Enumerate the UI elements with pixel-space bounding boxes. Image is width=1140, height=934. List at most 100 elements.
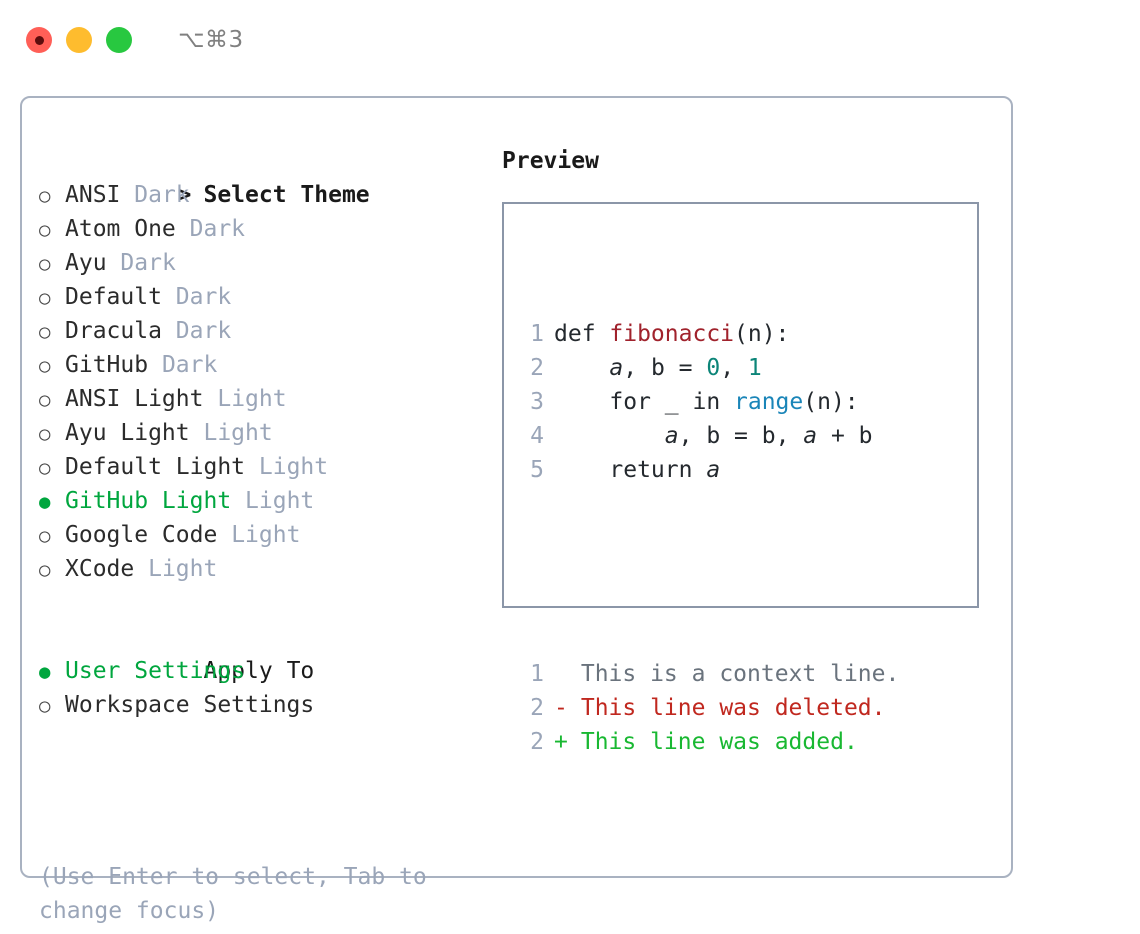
radio-unselected-icon[interactable] — [39, 450, 65, 485]
theme-variant-badge: Light — [231, 522, 301, 548]
apply-to-header: Apply To — [39, 620, 499, 684]
code-token-plain: , b = b, — [678, 423, 804, 449]
radio-selected-icon[interactable] — [39, 654, 65, 689]
code-token-var: a — [664, 423, 679, 449]
theme-name: Ayu — [65, 250, 107, 276]
theme-list-item[interactable]: ANSI Light Light — [39, 382, 499, 416]
code-line: 5 return a — [520, 453, 899, 487]
diff-block: 1 This is a context line. 2- This line wa… — [520, 657, 899, 759]
radio-unselected-icon[interactable] — [39, 416, 65, 451]
diff-line-deleted: 2- This line was deleted. — [520, 691, 899, 725]
theme-list-item[interactable]: Ayu Light Light — [39, 416, 499, 450]
theme-name: GitHub — [65, 352, 149, 378]
diff-marker: + — [554, 729, 568, 755]
code-token-kw: def — [554, 321, 610, 347]
theme-name: Default Light — [65, 454, 246, 480]
theme-name: Atom One — [65, 216, 176, 242]
theme-list-item[interactable]: Default Light Light — [39, 450, 499, 484]
radio-unselected-icon[interactable] — [39, 314, 65, 349]
code-token-var: a — [609, 355, 624, 381]
select-theme-header: > Select Theme — [39, 144, 499, 208]
list-spacer — [39, 586, 499, 620]
theme-variant-badge: Dark — [161, 352, 218, 378]
minimize-button[interactable] — [66, 27, 92, 53]
theme-list-item[interactable]: GitHub Light Light — [39, 484, 499, 518]
theme-variant-badge: Light — [258, 454, 329, 480]
code-token-plain: return — [554, 457, 707, 483]
theme-list-item[interactable]: Default Dark — [39, 280, 499, 314]
code-token-plain — [554, 355, 609, 381]
code-diff-spacer — [520, 555, 899, 589]
keyboard-shortcut-label: ⌥⌘3 — [178, 27, 244, 53]
line-number: 5 — [530, 457, 544, 483]
apply-to-option-label: Workspace Settings — [65, 692, 315, 718]
code-token-plain: (n): — [803, 389, 859, 415]
line-number: 2 — [530, 729, 544, 755]
radio-unselected-icon[interactable] — [39, 348, 65, 383]
theme-variant-badge: Dark — [175, 284, 232, 310]
apply-to-label: Apply To — [203, 658, 315, 684]
code-token-builtin: range — [734, 389, 804, 415]
radio-selected-icon[interactable] — [39, 484, 65, 519]
traffic-light-group — [26, 27, 132, 53]
radio-unselected-icon[interactable] — [39, 246, 65, 281]
diff-text: This line was added. — [567, 729, 858, 755]
theme-name: Default — [65, 284, 162, 310]
radio-unselected-icon[interactable] — [39, 688, 65, 723]
radio-unselected-icon[interactable] — [39, 280, 65, 315]
code-token-plain: for _ in — [554, 389, 735, 415]
theme-list-item[interactable]: Ayu Dark — [39, 246, 499, 280]
diff-marker — [554, 657, 567, 691]
apply-to-list: User SettingsWorkspace Settings — [39, 654, 499, 722]
line-number: 1 — [530, 661, 544, 687]
theme-variant-badge: Light — [245, 488, 315, 514]
code-line: 3 for _ in range(n): — [520, 385, 899, 419]
theme-selection-column: >Select Theme ANSI DarkAtom One DarkAyu … — [39, 144, 499, 722]
line-number: 4 — [530, 423, 544, 449]
code-token-plain: , b = — [623, 355, 707, 381]
zoom-button[interactable] — [106, 27, 132, 53]
caret-icon: > — [177, 182, 192, 208]
diff-text: This is a context line. — [567, 661, 900, 687]
line-number: 3 — [530, 389, 544, 415]
radio-unselected-icon[interactable] — [39, 382, 65, 417]
close-button[interactable] — [26, 27, 52, 53]
theme-list: ANSI DarkAtom One DarkAyu DarkDefault Da… — [39, 178, 499, 586]
apply-to-option[interactable]: Workspace Settings — [39, 688, 499, 722]
radio-unselected-icon[interactable] — [39, 178, 65, 213]
code-token-fn: fibonacci — [609, 321, 735, 347]
theme-list-item[interactable]: Dracula Dark — [39, 314, 499, 348]
page-title: Select Theme — [203, 182, 370, 208]
theme-name: Dracula — [65, 318, 162, 344]
code-line: 2 a, b = 0, 1 — [520, 351, 899, 385]
theme-name: Google Code — [65, 522, 218, 548]
theme-variant-badge: Dark — [134, 182, 190, 208]
theme-list-item[interactable]: XCode Light — [39, 552, 499, 586]
line-number: 2 — [530, 695, 544, 721]
line-number: 2 — [530, 355, 544, 381]
keyboard-hint-text: (Use Enter to select, Tab to change focu… — [39, 864, 427, 924]
code-token-plain: (n): — [734, 321, 790, 347]
radio-unselected-icon[interactable] — [39, 518, 65, 553]
theme-list-item[interactable]: GitHub Dark — [39, 348, 499, 382]
diff-marker: - — [554, 695, 568, 721]
theme-name: ANSI — [65, 182, 121, 208]
apply-to-option[interactable]: User Settings — [39, 654, 499, 688]
theme-list-item[interactable]: Google Code Light — [39, 518, 499, 552]
theme-variant-badge: Light — [203, 420, 273, 446]
preview-title: Preview — [502, 148, 599, 174]
code-line: 4 a, b = b, a + b — [520, 419, 899, 453]
theme-list-item[interactable]: ANSI Dark — [39, 178, 499, 212]
radio-unselected-icon[interactable] — [39, 212, 65, 247]
code-token-var: a — [803, 423, 818, 449]
theme-variant-badge: Light — [148, 556, 218, 582]
code-token-plain: + b — [817, 423, 873, 449]
theme-list-item[interactable]: Atom One Dark — [39, 212, 499, 246]
code-token-num: 1 — [747, 355, 762, 381]
radio-unselected-icon[interactable] — [39, 552, 65, 587]
